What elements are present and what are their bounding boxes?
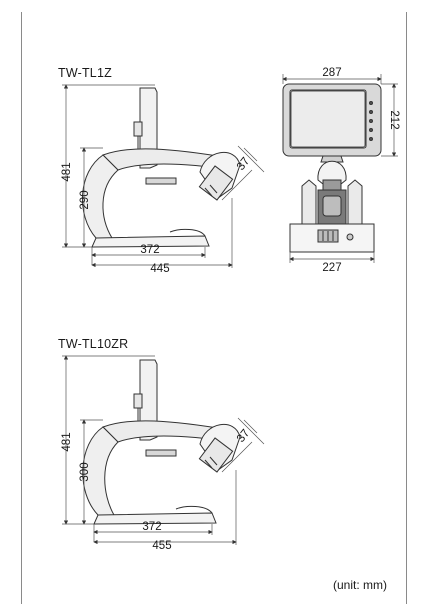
dim-overall-depth-1: 445 xyxy=(150,263,169,275)
unit-note: (unit: mm) xyxy=(333,578,387,592)
model-label-tw-tl10zr: TW-TL10ZR xyxy=(58,337,129,351)
page-frame xyxy=(21,12,407,604)
dim-base-width-1: 227 xyxy=(322,262,341,274)
side-view-model-1 xyxy=(81,87,241,248)
dim-height-stand-1: 290 xyxy=(79,190,91,209)
dim-overall-depth-2: 455 xyxy=(152,540,171,552)
dim-height-total-1: 481 xyxy=(61,162,73,181)
dim-monitor-height-1: 212 xyxy=(388,110,400,129)
side-view-model-1-dimensions xyxy=(62,84,265,268)
side-view-model-2-dimensions xyxy=(62,355,265,545)
front-view-model-1 xyxy=(282,83,382,253)
dim-base-depth-2: 372 xyxy=(142,521,161,533)
front-view-model-1-dimensions xyxy=(282,74,398,263)
dim-base-depth-1: 372 xyxy=(140,244,159,256)
dim-height-total-2: 481 xyxy=(61,432,73,451)
dim-monitor-width-1: 287 xyxy=(322,67,341,79)
dim-height-stand-2: 300 xyxy=(79,462,91,481)
side-view-model-2 xyxy=(82,359,241,525)
model-label-tw-tl1z: TW-TL1Z xyxy=(58,66,112,80)
